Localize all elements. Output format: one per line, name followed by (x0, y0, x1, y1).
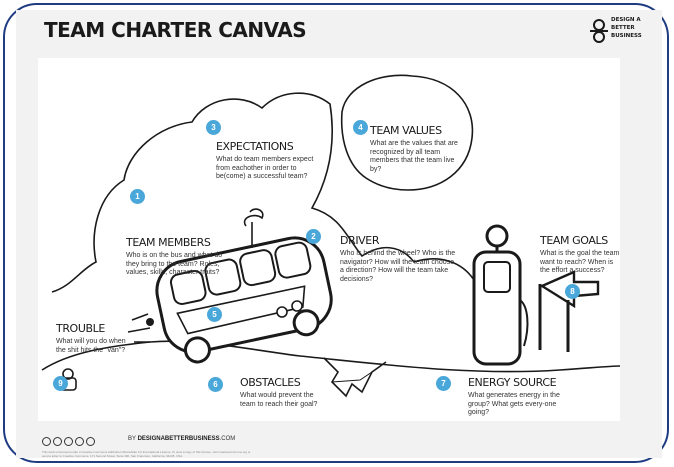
badge-team-members: 1 (130, 189, 145, 204)
badge-team-goals: 8 (565, 284, 580, 299)
cc-icon (42, 437, 51, 446)
obstacles-block: OBSTACLES What would prevent the team to… (240, 376, 330, 409)
obstacles-question: What would prevent the team to reach the… (240, 392, 318, 408)
team-values-question: What are the values that are recognized … (370, 140, 458, 173)
trouble-block: TROUBLE What will you do when the shit h… (56, 322, 126, 355)
canvas-drawing-area (38, 58, 620, 421)
team-goals-heading: TEAM GOALS (540, 234, 608, 247)
footer-by-name: DESIGNABETTERBUSINESS (137, 436, 220, 442)
canvas-title: TEAM CHARTER CANVAS (44, 18, 307, 42)
team-members-heading: TEAM MEMBERS (126, 236, 211, 249)
expectations-block: EXPECTATIONS What do team members expect… (216, 140, 316, 182)
sa-icon (75, 437, 84, 446)
team-goals-block: TEAM GOALS What is the goal the team wan… (540, 234, 624, 276)
badge-team-values: 4 (353, 120, 368, 135)
expectations-heading: EXPECTATIONS (216, 140, 294, 153)
energy-source-question: What generates energy in the group? What… (468, 392, 560, 417)
info-icon (86, 437, 95, 446)
obstacles-heading: OBSTACLES (240, 376, 301, 389)
by-icon (53, 437, 62, 446)
badge-purpose: 5 (207, 307, 222, 322)
badge-trouble: 9 (53, 376, 68, 391)
footer-by-suffix: .COM (219, 436, 236, 442)
badge-driver: 2 (306, 229, 321, 244)
badge-obstacles: 6 (208, 377, 223, 392)
driver-question: Who is behind the wheel? Who is the navi… (340, 250, 456, 283)
expectations-question: What do team members expect from eachoth… (216, 156, 314, 181)
brand-name: DESIGN A BETTER BUSINESS (611, 17, 642, 39)
driver-heading: DRIVER (340, 234, 380, 247)
team-goals-question: What is the goal the team want to reach?… (540, 250, 620, 275)
team-members-question: Who is on the bus and what do they bring… (126, 252, 223, 277)
team-members-block: TEAM MEMBERS Who is on the bus and what … (126, 236, 236, 278)
brand-logo-icon (590, 19, 608, 43)
energy-source-block: ENERGY SOURCE What generates energy in t… (468, 376, 564, 418)
team-values-block: TEAM VALUES What are the values that are… (370, 124, 462, 174)
trouble-heading: TROUBLE (56, 322, 105, 335)
driver-block: DRIVER Who is behind the wheel? Who is t… (340, 234, 458, 284)
badge-expectations: 3 (206, 120, 221, 135)
team-values-heading: TEAM VALUES (370, 124, 442, 137)
footer-credit: BY DESIGNABETTERBUSINESS.COM (128, 436, 235, 442)
nc-icon (64, 437, 73, 446)
footer-by-prefix: BY (128, 436, 136, 442)
license-icons (42, 437, 95, 446)
trouble-question: What will you do when the shit hits the … (56, 338, 126, 354)
license-text: This work is licensed under a Creative C… (42, 450, 251, 458)
badge-energy-source: 7 (436, 376, 451, 391)
energy-source-heading: ENERGY SOURCE (468, 376, 557, 389)
rounded-frame (3, 3, 669, 463)
